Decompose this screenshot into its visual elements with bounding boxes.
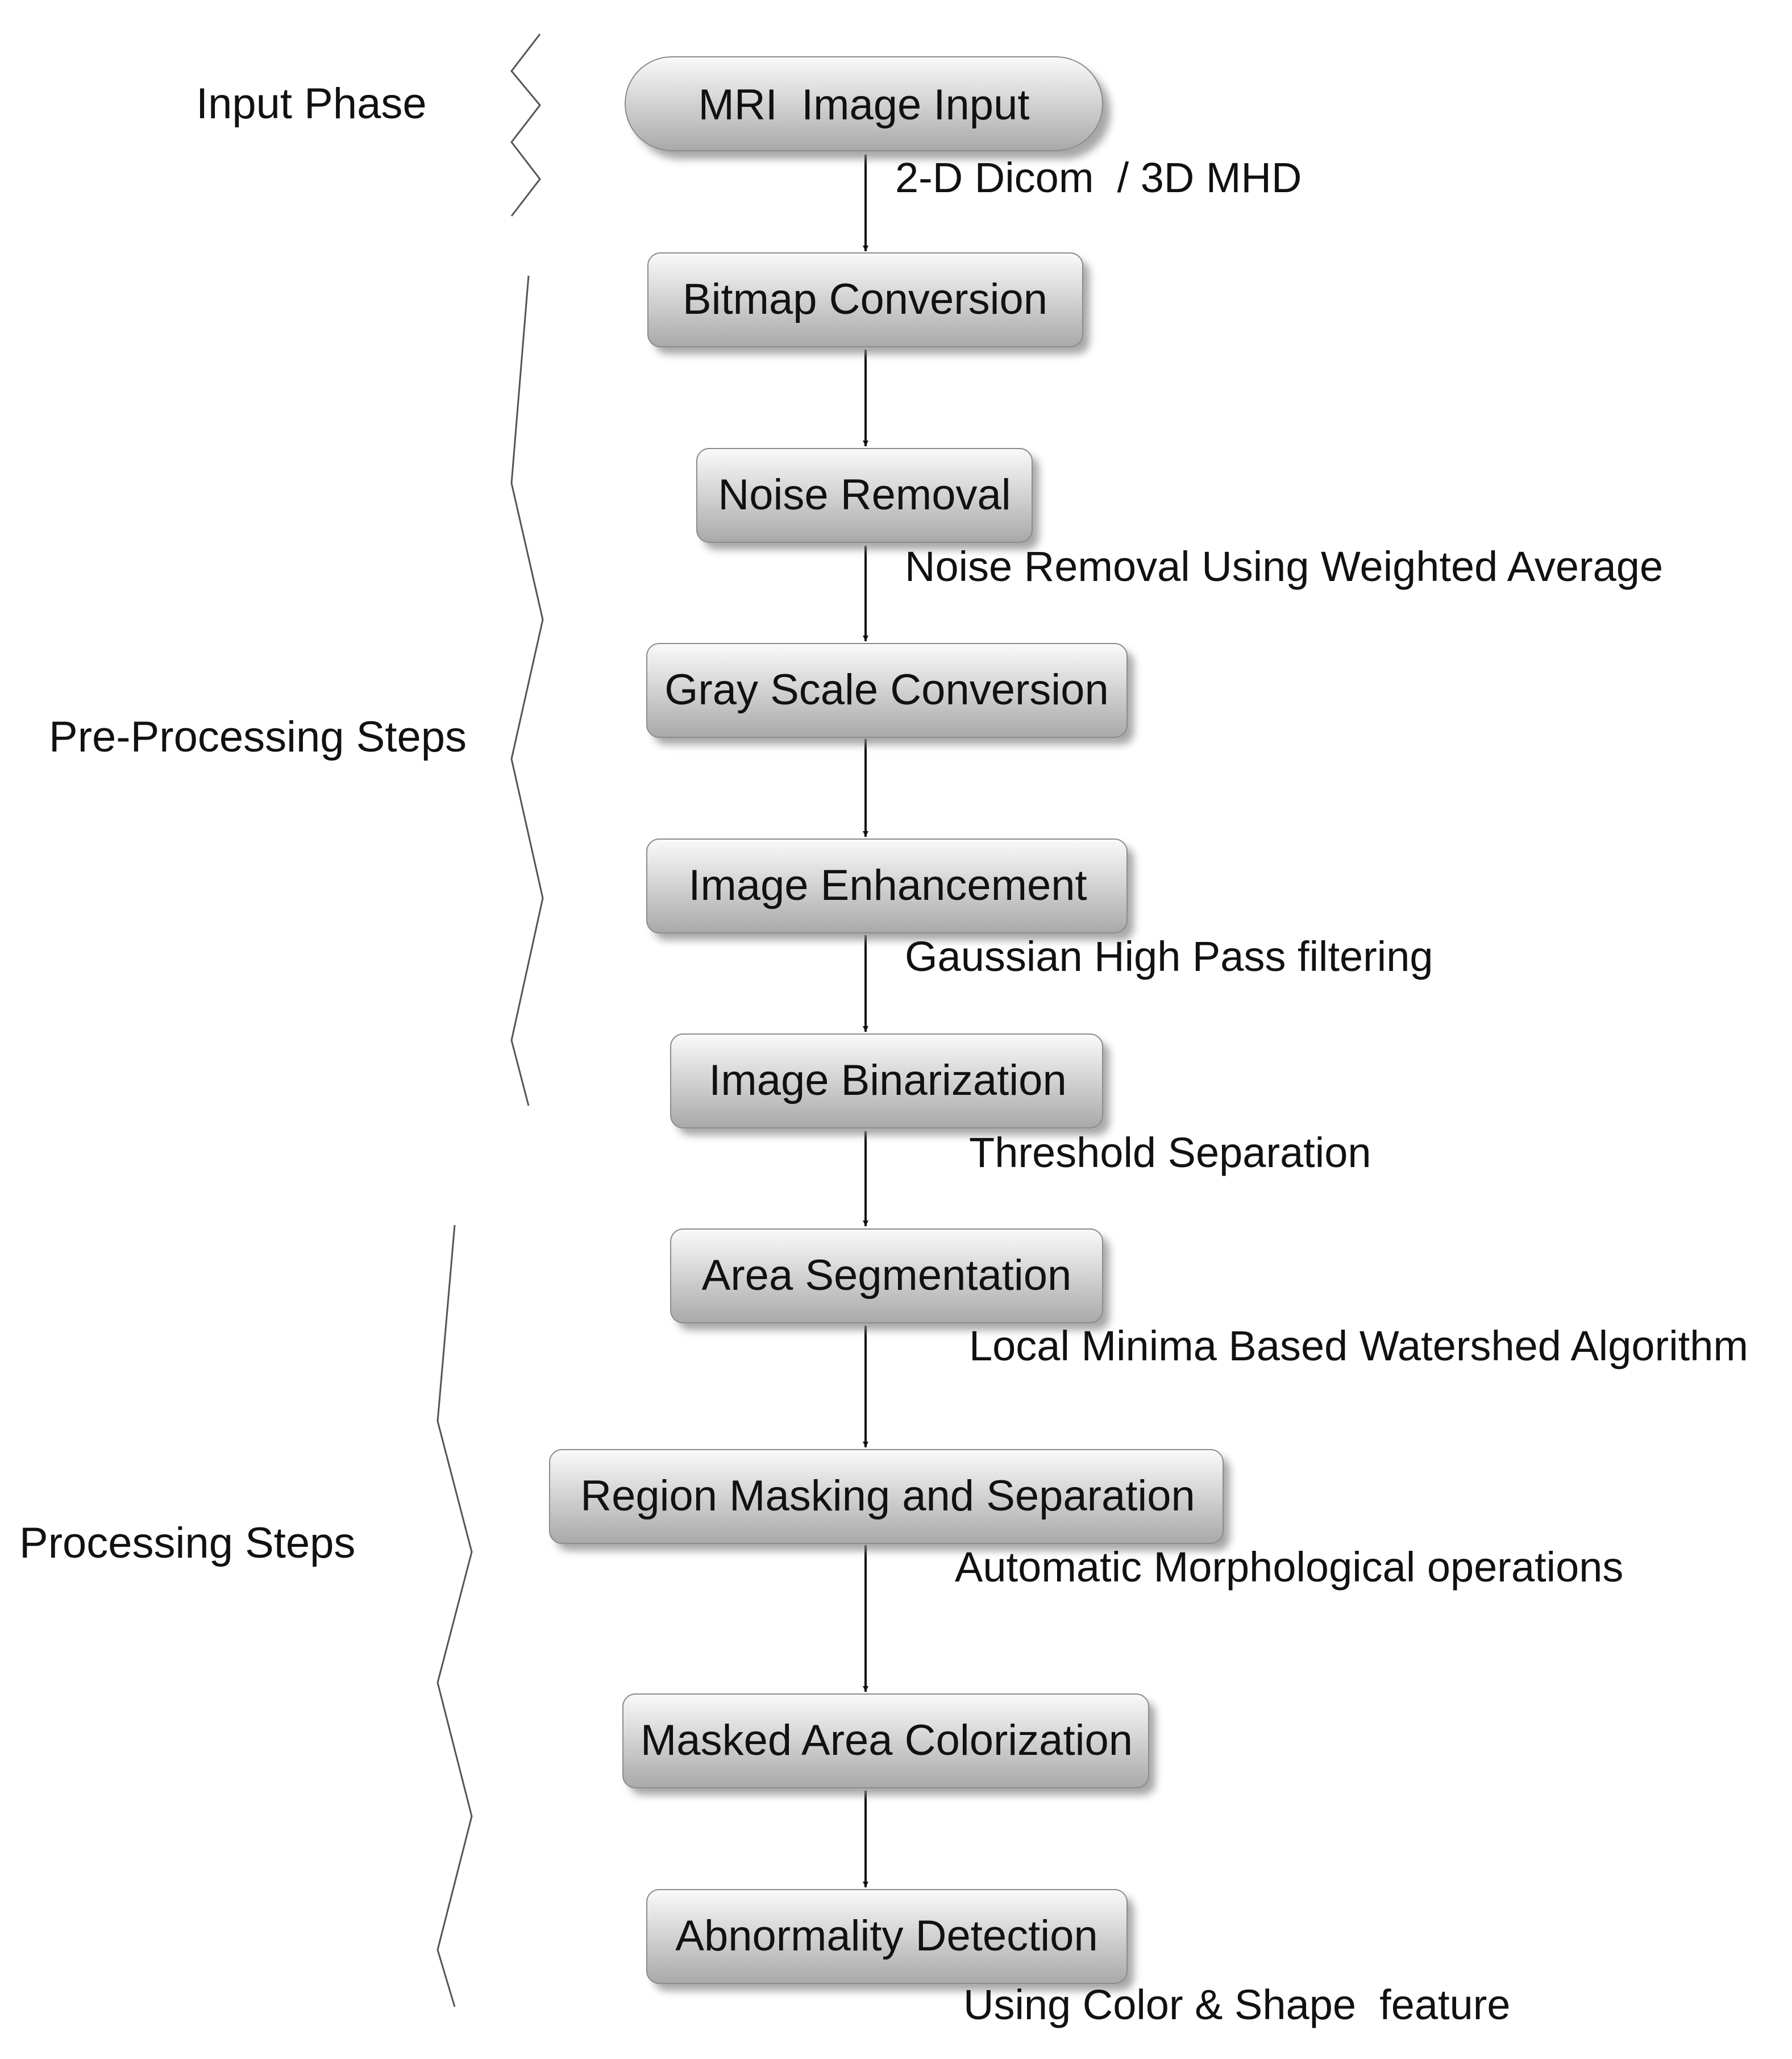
edge-note-dicom-mhd: 2-D Dicom / 3D MHD <box>895 154 1302 201</box>
step-label: Gray Scale Conversion <box>664 666 1108 714</box>
step-region-masking-and-separation: Region Masking and Separation <box>549 1449 1230 1551</box>
step-gray-scale-conversion: Gray Scale Conversion <box>646 643 1134 745</box>
step-label: Area Segmentation <box>702 1251 1072 1300</box>
step-label: Abnormality Detection <box>675 1912 1097 1960</box>
step-image-binarization: Image Binarization <box>670 1033 1109 1135</box>
phase-label-pre-processing: Pre-Processing Steps <box>49 713 467 761</box>
step-label: Noise Removal <box>718 471 1011 519</box>
step-label: MRI Image Input <box>698 81 1030 129</box>
step-box <box>647 252 1083 347</box>
step-box <box>646 643 1128 738</box>
step-bitmap-conversion: Bitmap Conversion <box>647 252 1090 354</box>
step-box <box>622 1693 1149 1788</box>
step-box <box>670 1033 1103 1128</box>
processing-brace <box>436 1224 473 2007</box>
edge-note-threshold-separation: Threshold Separation <box>969 1129 1371 1176</box>
step-label: Image Enhancement <box>688 861 1087 910</box>
step-box <box>625 56 1103 151</box>
step-box <box>696 448 1033 543</box>
step-mri-image-input: MRI Image Input <box>625 56 1111 159</box>
edge-note-weighted-average: Noise Removal Using Weighted Average <box>905 543 1663 590</box>
edge-note-morphological-operations: Automatic Morphological operations <box>955 1543 1623 1591</box>
step-label: Masked Area Colorization <box>641 1716 1133 1765</box>
step-label: Image Binarization <box>709 1056 1066 1105</box>
step-area-segmentation: Area Segmentation <box>670 1228 1109 1330</box>
step-masked-area-colorization: Masked Area Colorization <box>622 1693 1155 1795</box>
step-image-enhancement: Image Enhancement <box>646 838 1134 940</box>
step-box <box>670 1228 1103 1323</box>
final-note-color-shape-feature: Using Color & Shape feature <box>963 1981 1511 2028</box>
edge-note-gaussian-high-pass: Gaussian High Pass filtering <box>905 933 1433 980</box>
step-box <box>646 838 1128 933</box>
phase-label-input: Input Phase <box>196 80 427 128</box>
step-noise-removal: Noise Removal <box>696 448 1039 550</box>
step-box <box>646 1889 1128 1984</box>
step-abnormality-detection: Abnormality Detection <box>646 1889 1134 1991</box>
input-phase-brace <box>510 34 541 217</box>
step-label: Region Masking and Separation <box>580 1472 1195 1520</box>
step-box <box>549 1449 1224 1544</box>
edge-note-watershed-algorithm: Local Minima Based Watershed Algorithm <box>969 1322 1748 1369</box>
step-label: Bitmap Conversion <box>683 275 1047 323</box>
phase-label-processing: Processing Steps <box>19 1519 355 1567</box>
pre-processing-brace <box>510 275 544 1106</box>
